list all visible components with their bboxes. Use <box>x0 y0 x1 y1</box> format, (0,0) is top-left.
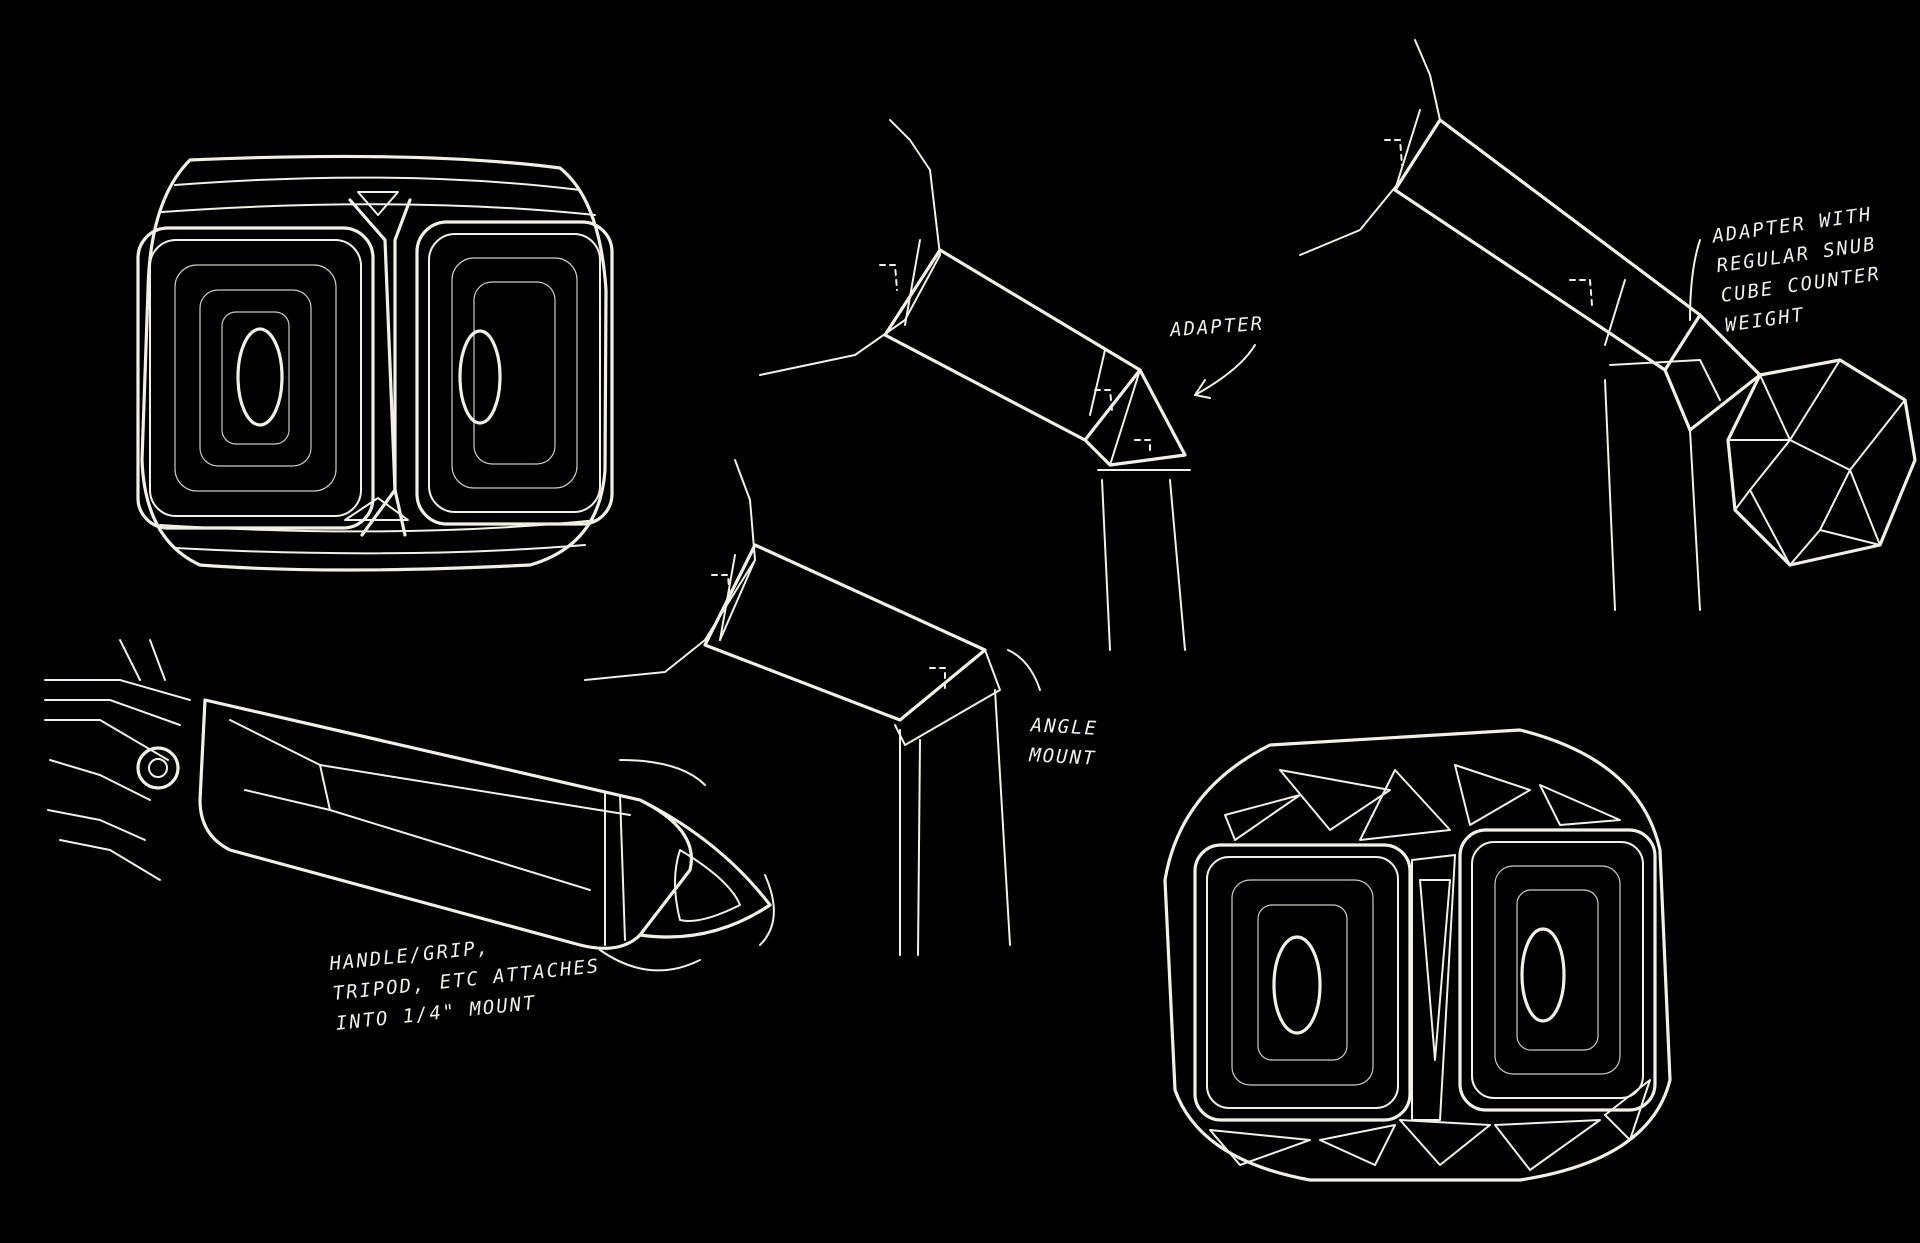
lattice-device-sketch <box>1163 728 1672 1182</box>
annotation-adapter-with-weight: ADAPTER WITH REGULAR SNUB CUBE COUNTER W… <box>1710 199 1886 340</box>
annotation-line: ANGLE <box>1030 714 1099 740</box>
annotation-angle-mount: ANGLE MOUNT <box>1028 710 1099 773</box>
annotation-line: MOUNT <box>1028 744 1097 770</box>
angle-mount-sketch <box>584 459 1041 956</box>
twin-lens-device-sketch <box>136 154 614 572</box>
handle-grip-sketch <box>44 639 775 972</box>
adapter-snub-cube-sketch <box>1299 39 1917 611</box>
adapter-mount-sketch <box>759 119 1256 651</box>
